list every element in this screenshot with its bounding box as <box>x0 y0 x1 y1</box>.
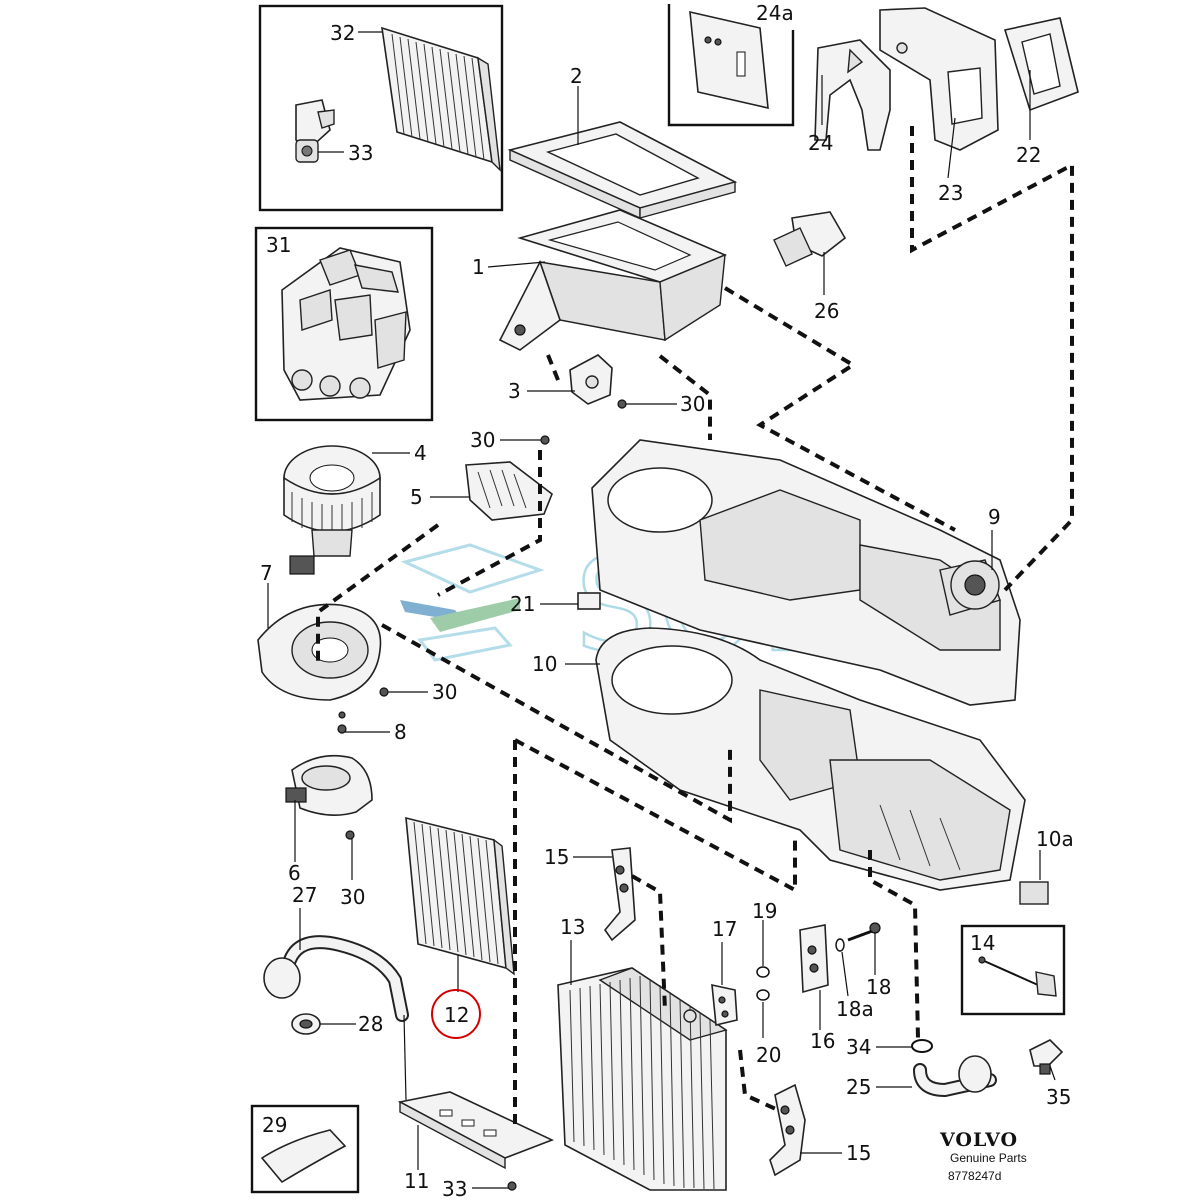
callout-19: 19 <box>752 899 777 923</box>
callout-7: 7 <box>260 561 273 585</box>
callout-10: 10 <box>532 652 557 676</box>
highlight-circle-12 <box>431 989 481 1039</box>
callout-1: 1 <box>472 255 485 279</box>
genuine-parts-label: Genuine Parts <box>950 1151 1027 1165</box>
part-9-main-housing <box>591 439 1021 706</box>
callout-12: 12 <box>444 1003 469 1027</box>
callout-8: 8 <box>394 720 407 744</box>
part-27-drain-hose <box>263 935 409 1022</box>
callout-25: 25 <box>846 1075 871 1099</box>
part-22-seal <box>1003 17 1079 112</box>
assembly-guide-lines <box>316 126 1074 1125</box>
part-15-upper-bracket <box>603 847 636 942</box>
callout-24a: 24a <box>756 1 794 25</box>
callout-29: 29 <box>262 1113 287 1137</box>
callout-14: 14 <box>970 931 995 955</box>
callout-35: 35 <box>1046 1085 1071 1109</box>
inset-box-29 <box>250 1104 360 1194</box>
callout-30-a: 30 <box>680 392 705 416</box>
part-24a-plate <box>689 10 769 110</box>
part-1-upper-housing <box>498 209 728 351</box>
inset-box-32-33 <box>258 4 504 212</box>
part-24-bracket <box>814 39 891 151</box>
callout-30-d: 30 <box>340 885 365 909</box>
part-28-grommet <box>291 1013 321 1035</box>
part-4-blower-fan <box>283 445 381 575</box>
callout-6: 6 <box>288 861 301 885</box>
callout-10a: 10a <box>1036 827 1074 851</box>
part-number: 8778247d <box>948 1169 1001 1183</box>
callout-5: 5 <box>410 485 423 509</box>
part-26-valve <box>773 211 847 267</box>
callout-30-c: 30 <box>432 680 457 704</box>
part-33-sensor <box>295 99 335 163</box>
callout-15-lower: 15 <box>846 1141 871 1165</box>
part-18-bolt <box>847 922 881 942</box>
callout-23: 23 <box>938 181 963 205</box>
callout-20: 20 <box>756 1043 781 1067</box>
part-34-o-ring <box>911 1039 933 1053</box>
part-14-temperature-sensor <box>978 956 1057 997</box>
callout-21: 21 <box>510 592 535 616</box>
part-23-gasket-plate <box>879 7 999 151</box>
volvo-logo: VOLVO <box>939 1129 1018 1151</box>
callout-34: 34 <box>846 1035 871 1059</box>
part-2-frame <box>507 121 738 220</box>
part-5-resistor <box>465 461 553 521</box>
callout-3: 3 <box>508 379 521 403</box>
part-20-o-ring <box>756 989 770 1001</box>
part-25-pipe <box>913 1055 997 1098</box>
volvo-brand-block: VOLVO Genuine Parts 8778247d <box>939 1129 1027 1183</box>
inset-box-24a <box>667 4 795 127</box>
inset-box-14 <box>960 924 1066 1016</box>
callout-18a: 18a <box>836 997 874 1021</box>
callout-17: 17 <box>712 917 737 941</box>
part-10a-foam <box>1019 881 1049 905</box>
part-31-heater-assembly <box>281 247 411 401</box>
part-15-lower-bracket <box>769 1083 806 1177</box>
inset-box-31 <box>254 226 434 422</box>
callout-30-b: 30 <box>470 428 495 452</box>
callout-31: 31 <box>266 233 291 257</box>
callout-15-upper: 15 <box>544 845 569 869</box>
callout-9: 9 <box>988 505 1001 529</box>
callout-26: 26 <box>814 299 839 323</box>
callout-22: 22 <box>1016 143 1041 167</box>
callout-13: 13 <box>560 915 585 939</box>
callout-28: 28 <box>358 1012 383 1036</box>
part-10-lower-housing <box>595 627 1026 891</box>
callout-24: 24 <box>808 131 833 155</box>
part-3-actuator <box>569 354 613 405</box>
part-11-filter-cover <box>397 1091 555 1170</box>
part-17-pipe-flange <box>711 983 738 1026</box>
callout-27: 27 <box>292 883 317 907</box>
part-29-clip <box>260 1129 347 1184</box>
part-32-cabin-filter <box>381 26 501 172</box>
part-19-o-ring <box>756 966 770 978</box>
part-21-clip <box>577 592 601 610</box>
callout-2: 2 <box>570 64 583 88</box>
callout-11: 11 <box>404 1169 429 1193</box>
callout-16: 16 <box>810 1029 835 1053</box>
part-13-evaporator <box>557 967 728 1191</box>
callout-18: 18 <box>866 975 891 999</box>
part-18a-washer <box>835 938 845 952</box>
callout-4: 4 <box>414 441 427 465</box>
callout-33-bottom: 33 <box>442 1177 467 1200</box>
part-6-blower-motor <box>285 754 373 840</box>
part-35-pressure-switch <box>1029 1039 1064 1075</box>
callout-33-inset: 33 <box>348 141 373 165</box>
part-16-expansion-valve <box>799 924 829 994</box>
callout-32: 32 <box>330 21 355 45</box>
part-12-cabin-air-filter <box>405 816 515 976</box>
